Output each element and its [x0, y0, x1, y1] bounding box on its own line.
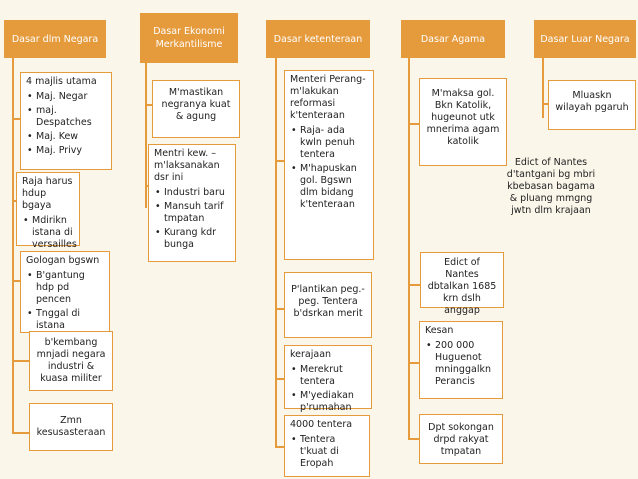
box-text: Mluaskn wilayah pgaruh [555, 90, 629, 113]
connector-line [12, 58, 14, 433]
list-item: Maj. Kew [27, 131, 106, 143]
box-text: M'maksa gol. Bkn Katolik, hugeunot utk m… [426, 88, 500, 147]
box-mentri-kew: Mentri kew. – m'laksanakan dsr ini Indus… [148, 144, 236, 262]
connector-line [145, 63, 147, 208]
box-text: Dpt sokongan drpd rakyat tmpatan [428, 422, 494, 457]
box-maksa-katolik: M'maksa gol. Bkn Katolik, hugeunot utk m… [419, 78, 507, 166]
box-kesusasteraan: Zmn kesusasteraan [29, 403, 113, 451]
header-dasar-luar-negara: Dasar Luar Negara [534, 20, 636, 58]
edict-nantes-note: Edict of Nantes d'tantgani bg mbri kbeba… [506, 157, 596, 217]
box-title: Kesan [425, 325, 454, 336]
list-item: 200 000 Huguenot mninggalkn Perancis [426, 340, 497, 388]
box-title: Mentri kew. – m'laksanakan dsr ini [154, 148, 220, 183]
box-mastikan-negara: M'mastikan negranya kuat & agung [152, 80, 240, 138]
list-item: B'gantung hdp pd pencen [27, 270, 104, 306]
box-title: Raja harus hdup bgaya [22, 176, 73, 211]
bullet-list: Maj. Negar maj. Despatches Maj. Kew Maj.… [26, 91, 106, 157]
connector-line [275, 160, 286, 162]
header-label: Dasar Agama [420, 33, 486, 45]
connector-line [408, 284, 420, 286]
bullet-list: B'gantung hdp pd pencen Tnggal di istana [26, 270, 104, 332]
list-item: Tentera t'kuat di Eropah [291, 434, 364, 470]
connector-line [408, 362, 420, 364]
list-item: Maj. Privy [27, 145, 106, 157]
connector-line [12, 360, 30, 362]
list-item: Tnggal di istana [27, 308, 104, 332]
header-label: Dasar dlm Negara [11, 33, 99, 45]
connector-line [12, 280, 22, 282]
list-item: Kurang kdr bunga [155, 227, 230, 251]
connector-line [145, 185, 149, 187]
connector-line [12, 118, 22, 120]
box-title: 4 majlis utama [26, 76, 97, 87]
box-dpt-sokongan: Dpt sokongan drpd rakyat tmpatan [419, 414, 503, 464]
box-edict-dbtalkan: Edict of Nantes dbtalkan 1685 krn dslh a… [420, 252, 504, 316]
connector-line [542, 103, 550, 105]
box-mluaskn-wilayah: Mluaskn wilayah pgaruh [548, 80, 636, 130]
note-text: Edict of Nantes d'tantgani bg mbri kbeba… [506, 157, 596, 216]
box-title: 4000 tentera [290, 419, 353, 430]
box-title: Gologan bgswn [26, 255, 100, 266]
header-dasar-dlm-negara: Dasar dlm Negara [4, 20, 106, 58]
header-label: Dasar Luar Negara [540, 33, 630, 45]
list-item: maj. Despatches [27, 105, 106, 129]
list-item: Mansuh tarif tmpatan [155, 201, 230, 225]
bullet-list: Raja- ada kwln penuh tentera M'hapuskan … [290, 125, 368, 211]
box-negara-industri: b'kembang mnjadi negara industri & kuasa… [29, 331, 113, 391]
connector-line [408, 438, 420, 440]
header-dasar-ketenteraan: Dasar ketenteraan [266, 20, 370, 58]
header-label: Dasar ketenteraan [273, 33, 363, 45]
connector-line [408, 123, 420, 125]
box-plantikan-peg: P'lantikan peg.- peg. Tentera b'dsrkan m… [284, 272, 372, 338]
bullet-list: Mdirikn istana di versailles [22, 215, 77, 251]
box-title: Menteri Perang- m'lakukan reformasi k'te… [290, 74, 366, 121]
list-item: Mdirikn istana di versailles [23, 215, 77, 251]
list-item: Industri baru [155, 187, 230, 199]
box-text: Edict of Nantes dbtalkan 1685 krn dslh a… [427, 257, 497, 316]
box-text: P'lantikan peg.- peg. Tentera b'dsrkan m… [291, 284, 365, 319]
connector-line [12, 432, 30, 434]
connector-line [542, 58, 544, 118]
connector-line [275, 58, 277, 448]
box-text: Zmn kesusasteraan [36, 415, 106, 438]
connector-line [145, 104, 153, 106]
list-item: Raja- ada kwln penuh tentera [291, 125, 368, 161]
box-kerajaan: kerajaan Merekrut tentera M'yediakan p'r… [284, 345, 372, 413]
bullet-list: Industri baru Mansuh tarif tmpatan Kuran… [154, 187, 230, 251]
box-majlis-utama: 4 majlis utama Maj. Negar maj. Despatche… [20, 72, 112, 170]
header-dasar-ekonomi: Dasar Ekonomi Merkantilisme [140, 13, 238, 63]
box-title: kerajaan [290, 349, 332, 360]
connector-line [275, 308, 286, 310]
connector-line [275, 446, 286, 448]
bullet-list: Tentera t'kuat di Eropah [290, 434, 364, 470]
list-item: M'hapuskan gol. Bgswn dlm bidang k'tente… [291, 163, 368, 211]
box-text: b'kembang mnjadi negara industri & kuasa… [36, 337, 106, 384]
header-dasar-agama: Dasar Agama [401, 20, 505, 58]
box-kesan: Kesan 200 000 Huguenot mninggalkn Peranc… [419, 321, 503, 399]
list-item: Merekrut tentera [291, 364, 366, 388]
bullet-list: 200 000 Huguenot mninggalkn Perancis [425, 340, 497, 388]
box-text: M'mastikan negranya kuat & agung [161, 87, 231, 122]
list-item: M'yediakan p'rumahan [291, 390, 366, 414]
connector-line [275, 378, 286, 380]
box-4000-tentera: 4000 tentera Tentera t'kuat di Eropah [284, 415, 370, 477]
box-menteri-perang: Menteri Perang- m'lakukan reformasi k'te… [284, 70, 374, 260]
box-raja-bgaya: Raja harus hdup bgaya Mdirikn istana di … [16, 172, 80, 250]
list-item: Maj. Negar [27, 91, 106, 103]
connector-line [408, 58, 410, 440]
box-gologan-bgswn: Gologan bgswn B'gantung hdp pd pencen Tn… [20, 251, 110, 333]
bullet-list: Merekrut tentera M'yediakan p'rumahan [290, 364, 366, 414]
header-label: Dasar Ekonomi Merkantilisme [153, 26, 225, 50]
